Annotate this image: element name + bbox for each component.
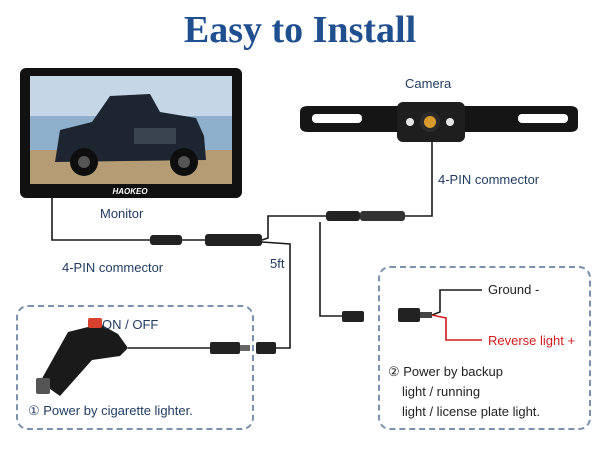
monitor-label: Monitor (100, 206, 144, 221)
reverse-wire-label: Reverse light + (488, 333, 576, 348)
camera-label: Camera (405, 76, 452, 91)
camera-icon (300, 102, 578, 142)
cable-length-label: 5ft (270, 256, 285, 271)
option2-line2: light / running (402, 384, 481, 399)
option2-line3: light / license plate light. (402, 404, 541, 419)
connector-label-top: 4-PIN commector (438, 172, 540, 187)
switch-label: ON / OFF (102, 317, 159, 332)
page-title: Easy to Install (183, 9, 417, 51)
option1-text: ① Power by cigarette lighter. (28, 403, 193, 418)
cables (51, 142, 433, 349)
monitor-brand: HAOKEO (112, 187, 148, 196)
cigarette-plug-icon (36, 318, 250, 396)
option2-text: ② Power by backup light / running light … (388, 362, 540, 422)
option2-line1: ② Power by backup (388, 364, 503, 379)
monitor-icon: HAOKEO (20, 68, 242, 198)
connector-label-left: 4-PIN commector (62, 260, 164, 275)
backup-power-box (378, 266, 591, 430)
cigarette-power-box (16, 305, 254, 430)
connector-icon (150, 211, 405, 354)
ground-wire-label: Ground - (488, 282, 540, 297)
dc-plug-icon (398, 308, 432, 322)
